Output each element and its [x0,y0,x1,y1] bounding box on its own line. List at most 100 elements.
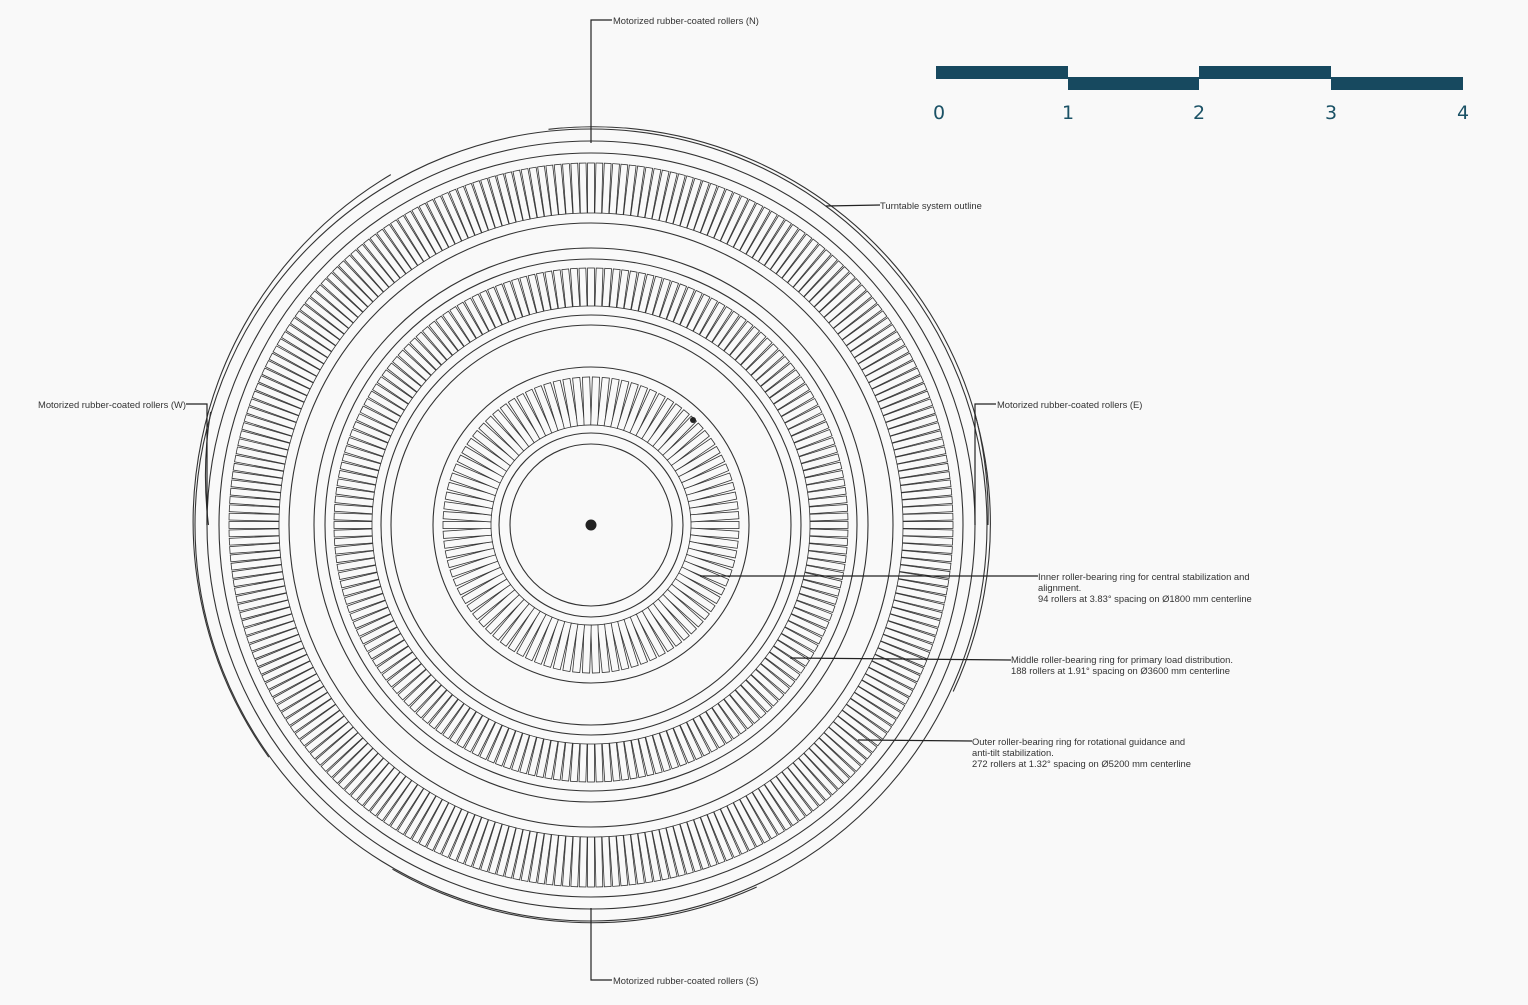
middle-ring-roller [527,273,545,314]
outer-ring-roller [594,836,604,888]
inner-ring-roller [472,429,516,467]
inner-ring-roller [492,598,530,641]
outer-ring-roller [739,206,771,255]
middle-ring-roller [740,679,773,713]
outer-ring-roller [272,345,321,377]
outer-ring-roller [877,382,928,410]
outer-ring-roller [261,653,311,683]
middle-ring-roller [637,273,655,314]
outer-ring-roller [841,703,888,740]
outer-ring-roller [237,592,289,612]
middle-ring-roller [494,727,516,767]
outer-ring-roller [901,496,953,508]
middle-ring-roller [333,512,373,522]
label-south: Motorized rubber-coated rollers (S) [613,975,758,986]
middle-ring-roller [386,657,422,688]
middle-ring-roller [808,504,849,515]
outer-ring-roller [230,479,282,493]
inner-ring-roller [670,578,716,613]
outer-arcs [192,126,991,924]
outer-ring-roller [798,254,838,298]
middle-ring-roller [371,639,409,667]
outer-ring-roller [787,243,826,288]
outer-ring-roller [389,219,425,267]
outer-ring-roller [369,233,407,279]
outer-ring-roller [268,352,318,384]
outer-ring-roller [528,831,545,884]
outer-ring-roller [289,317,337,353]
outer-ring-roller [902,512,954,522]
outer-ring-roller [651,829,670,881]
middle-roller-ring [333,267,849,783]
outer-ring-roller [276,679,325,712]
label-outline: Turntable system outline [880,200,982,211]
inner-ring-roller [662,588,704,628]
middle-ring-roller [645,275,663,316]
outer-ring-roller [608,835,620,887]
middle-ring-roller [798,586,838,605]
middle-ring-roller [784,405,823,430]
outer-ring-roller [726,802,756,852]
outer-ring-roller [448,811,476,862]
inner-ring-roller [446,481,496,503]
outer-ring-roller [745,791,778,840]
outer-ring-roller [808,266,850,308]
outer-ring-roller [763,779,799,827]
outer-ring-roller [285,691,333,727]
outer-ring-roller [237,438,289,458]
outer-ring-roller [885,620,936,644]
outer-ring-roller [232,462,285,479]
middle-ring-roller [666,727,688,767]
outer-ring-roller [837,303,883,341]
middle-ring-roller [760,362,796,393]
label-outer-ring-line-2: anti-tilt stabilization. [972,747,1054,758]
middle-ring-roller [587,267,595,307]
outer-ring-roller [411,795,443,844]
outer-ring-roller [630,833,645,885]
inner-ring-roller [616,382,639,432]
outer-ring-roller [845,697,893,733]
outer-ring-roller [488,823,510,875]
outer-ring-roller [900,549,953,563]
middle-ring-roller [809,512,849,522]
middle-ring-roller [711,310,740,347]
scale-bar-segment-3 [1199,66,1331,79]
outer-ring-roller [792,249,832,293]
middle-ring-roller [442,703,471,740]
middle-ring-roller [494,283,516,323]
middle-ring-roller [552,741,566,781]
outer-ring-roller [464,182,489,234]
outer-ring-roller [332,742,374,784]
inner-ring-roller [456,454,504,484]
outer-ring-roller [803,260,845,303]
outer-ring-roller [775,233,813,279]
outer-ring-roller [899,471,951,486]
inner-ring-roller [442,527,492,539]
scale-bar-segment-1 [936,66,1068,79]
inner-ring-roller [446,547,496,569]
outer-ring-roller [299,709,345,747]
inner-ring-roller [524,613,553,662]
outer-ring-roller [578,836,588,888]
outer-ring-roller [304,715,350,753]
inner-ring-roller [635,610,666,658]
inner-ring-roller [690,527,740,539]
outer-ring-roller [889,606,941,628]
middle-ring-bound-inner [380,314,802,736]
middle-ring-roller [723,694,754,730]
middle-ring-roller [449,305,477,343]
outer-ring-roller [512,829,531,881]
label-outer-ring-line-3: 272 rollers at 1.32° spacing on Ø5200 mm… [972,758,1191,769]
middle-ring-roller [344,586,384,605]
scale-bar-segment-2 [1068,77,1199,90]
outer-ring-roller [693,182,718,234]
outer-ring-roller [228,521,280,529]
outer-ring-roller [885,406,936,430]
middle-ring-roller [750,668,785,701]
middle-ring-roller [336,557,377,572]
inner-ring-roller [492,409,530,452]
middle-ring-roller [809,521,849,529]
outer-ring-roller [404,210,437,259]
middle-ring-roller [601,267,612,308]
outer-ring-roller [243,613,295,636]
